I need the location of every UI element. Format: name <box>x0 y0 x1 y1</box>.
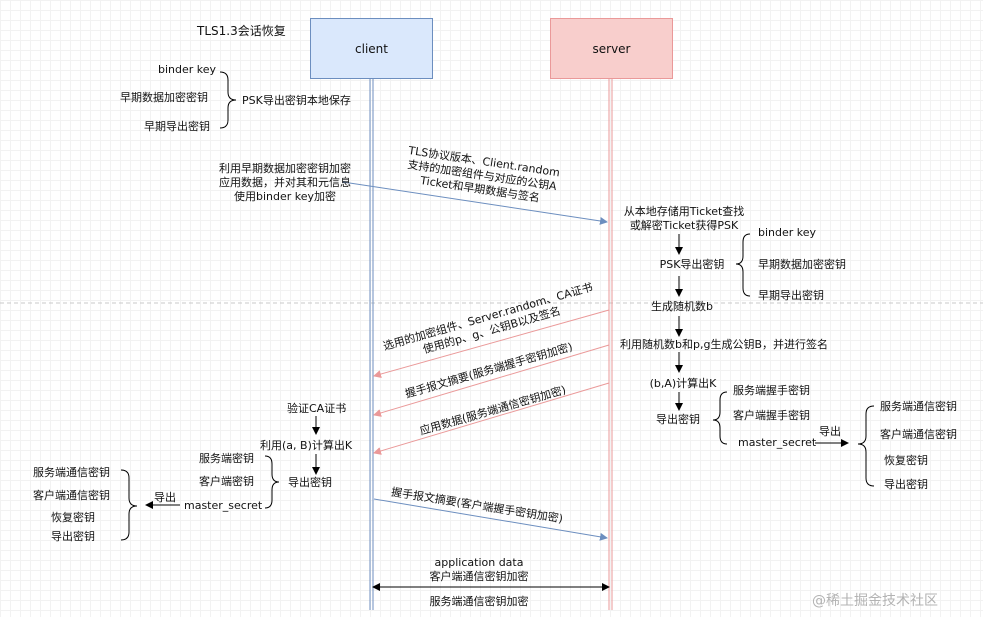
server-final-server-key: 服务端通信密钥 <box>880 400 957 413</box>
client-psk-label: PSK导出密钥本地保存 <box>242 94 351 107</box>
msg-server-finished-arrow <box>373 344 610 417</box>
client-export-key: 导出密钥 <box>288 476 332 489</box>
watermark: @稀土掘金技术社区 <box>812 593 938 609</box>
early-note-line2: 应用数据，并对其和元信息 <box>219 176 351 189</box>
client-box: client <box>310 18 433 79</box>
server-gen-b: 生成随机数b <box>651 300 713 313</box>
server-final-export-key: 导出密钥 <box>884 478 928 491</box>
server-master-secret: master_secret <box>738 436 817 449</box>
msg-serverhello-arrow <box>373 309 610 378</box>
client-derived-server: 服务端密钥 <box>199 452 254 465</box>
client-final-server-key: 服务端通信密钥 <box>33 466 110 479</box>
server-export-key: 导出密钥 <box>656 413 700 426</box>
server-key-early-data: 早期数据加密密钥 <box>758 258 846 271</box>
client-derived-brace <box>264 455 280 509</box>
server-final-brace <box>857 405 875 487</box>
server-derived-brace <box>712 391 728 445</box>
server-keys-brace <box>735 233 751 297</box>
early-note-line1: 利用早期数据加密密钥加密 <box>219 162 351 175</box>
client-export-word: 导出 <box>154 491 176 504</box>
server-psk-export: PSK导出密钥 <box>659 258 725 271</box>
server-gen-B: 利用随机数b和p,g生成公钥B，并进行签名 <box>620 338 828 351</box>
client-verify-ca: 验证CA证书 <box>287 402 347 415</box>
server-box: server <box>550 18 673 79</box>
client-final-export-key: 导出密钥 <box>51 530 95 543</box>
server-export-word: 导出 <box>819 425 841 438</box>
server-lookup-line1: 从本地存储用Ticket查找 <box>623 205 745 218</box>
server-lookup-line2: 或解密Ticket获得PSK <box>629 219 739 232</box>
msg-clienthello-arrow <box>342 181 608 225</box>
diagram-title: TLS1.3会话恢复 <box>197 24 286 38</box>
client-master-secret: master_secret <box>184 499 263 512</box>
client-key-early-data: 早期数据加密密钥 <box>120 91 208 104</box>
client-final-brace <box>120 469 138 541</box>
server-key-binder: binder key <box>758 226 817 239</box>
server-enc-label: 服务端通信密钥加密 <box>429 595 529 608</box>
server-key-early-export: 早期导出密钥 <box>758 289 824 302</box>
client-enc-label: 客户端通信密钥加密 <box>429 570 529 583</box>
early-note-line3: 使用binder key加密 <box>233 190 337 203</box>
client-keys-brace <box>219 71 237 129</box>
msg-client-finished-arrow <box>373 498 608 541</box>
client-key-binder: binder key <box>158 63 217 76</box>
server-derived-hs-server: 服务端握手密钥 <box>733 384 810 397</box>
client-final-client-key: 客户端通信密钥 <box>33 489 110 502</box>
client-derived-client: 客户端密钥 <box>199 475 254 488</box>
client-key-early-export: 早期导出密钥 <box>144 120 210 133</box>
server-final-client-key: 客户端通信密钥 <box>880 428 957 441</box>
server-compute-k: (b,A)计算出K <box>649 377 717 390</box>
server-derived-hs-client: 客户端握手密钥 <box>733 409 810 422</box>
server-final-resume-key: 恢复密钥 <box>884 454 928 467</box>
msg-server-appdata-arrow <box>373 382 610 455</box>
app-data-label: application data <box>434 556 524 569</box>
client-final-resume-key: 恢复密钥 <box>51 511 95 524</box>
client-compute-k: 利用(a, B)计算出K <box>260 439 353 452</box>
